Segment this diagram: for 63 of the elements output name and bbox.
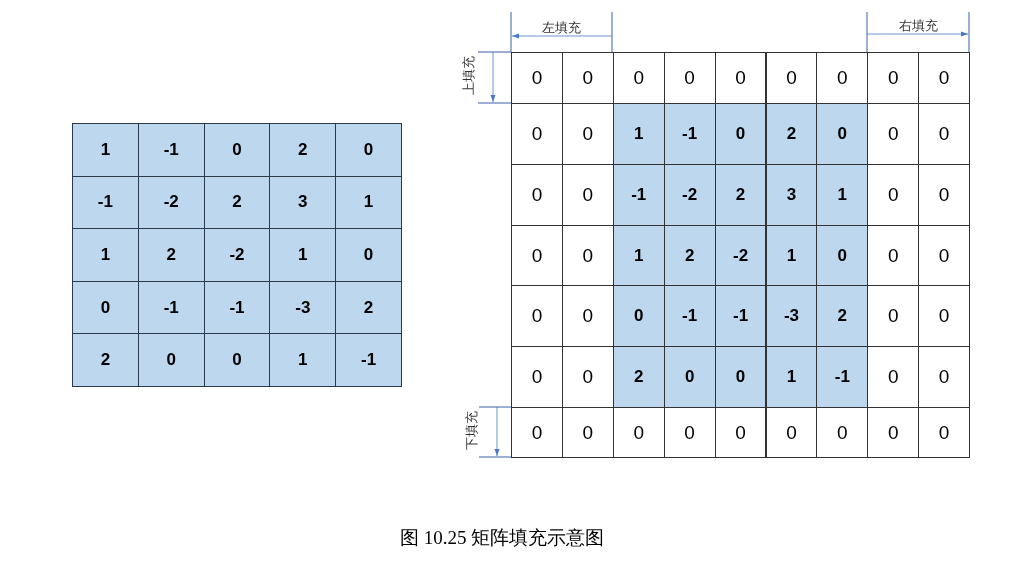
matrix-cell: -1 — [203, 280, 271, 335]
matrix-cell: 0 — [335, 228, 402, 282]
matrix-cell: 0 — [663, 346, 716, 408]
matrix-cell: 2 — [714, 164, 767, 226]
matrix-cell: -1 — [72, 175, 139, 230]
matrix-cell: -1 — [335, 333, 402, 387]
dimension-label: 上填充 — [461, 55, 475, 95]
matrix-cell: 1 — [612, 225, 665, 286]
matrix-cell: 0 — [203, 123, 271, 177]
padding-cell: 0 — [918, 407, 971, 458]
matrix-cell: 2 — [335, 280, 402, 335]
dimension-label: 右填充 — [898, 18, 938, 32]
matrix-cell: 1 — [765, 346, 818, 408]
matrix-cell: 1 — [72, 123, 139, 177]
matrix-cell: 3 — [765, 164, 818, 226]
matrix-cell: 1 — [269, 333, 337, 387]
matrix-cell: 2 — [612, 346, 665, 408]
padding-cell: 0 — [511, 52, 563, 104]
matrix-cell: 2 — [137, 228, 205, 282]
matrix-cell: -1 — [663, 285, 716, 347]
matrix-cell: -3 — [765, 285, 818, 347]
padding-cell: 0 — [918, 52, 971, 104]
matrix-cell: 2 — [765, 103, 818, 165]
matrix-cell: 1 — [335, 175, 402, 230]
matrix-cell: -3 — [269, 280, 337, 335]
matrix-cell: 2 — [663, 225, 716, 286]
matrix-cell: -1 — [663, 103, 716, 165]
matrix-cell: 1 — [612, 103, 665, 165]
dimension-label: 左填充 — [541, 20, 581, 34]
padding-cell: 0 — [714, 407, 767, 458]
matrix-cell: -1 — [816, 346, 869, 408]
matrix-cell: -2 — [663, 164, 716, 226]
figure-caption: 图 10.25 矩阵填充示意图 — [400, 527, 605, 547]
matrix-cell: -1 — [714, 285, 767, 347]
padding-cell: 0 — [511, 407, 563, 458]
matrix-cell: 0 — [714, 103, 767, 165]
dimension-label: 下填充 — [464, 410, 478, 450]
matrix-cell: 0 — [72, 280, 139, 335]
matrix-cell: -1 — [137, 280, 205, 335]
matrix-cell: 2 — [816, 285, 869, 347]
matrix-cell: 2 — [72, 333, 139, 387]
matrix-cell: 3 — [269, 175, 337, 230]
padding-cell: 0 — [765, 407, 818, 458]
matrix-cell: -1 — [612, 164, 665, 226]
matrix-cell: 1 — [765, 225, 818, 286]
matrix-cell: 0 — [203, 333, 271, 387]
padding-cell: 0 — [765, 52, 818, 104]
matrix-cell: -2 — [203, 228, 271, 282]
matrix-cell: -2 — [137, 175, 205, 230]
matrix-cell: 1 — [269, 228, 337, 282]
matrix-cell: 0 — [335, 123, 402, 177]
matrix-cell: -1 — [137, 123, 205, 177]
matrix-cell: 1 — [816, 164, 869, 226]
matrix-cell: 0 — [816, 103, 869, 165]
matrix-cell: 2 — [203, 175, 271, 230]
matrix-cell: 1 — [72, 228, 139, 282]
matrix-cell: 0 — [714, 346, 767, 408]
matrix-cell: 2 — [269, 123, 337, 177]
matrix-cell: 0 — [612, 285, 665, 347]
matrix-cell: 0 — [137, 333, 205, 387]
matrix-cell: 0 — [816, 225, 869, 286]
matrix-cell: -2 — [714, 225, 767, 286]
padding-cell: 0 — [714, 52, 767, 104]
